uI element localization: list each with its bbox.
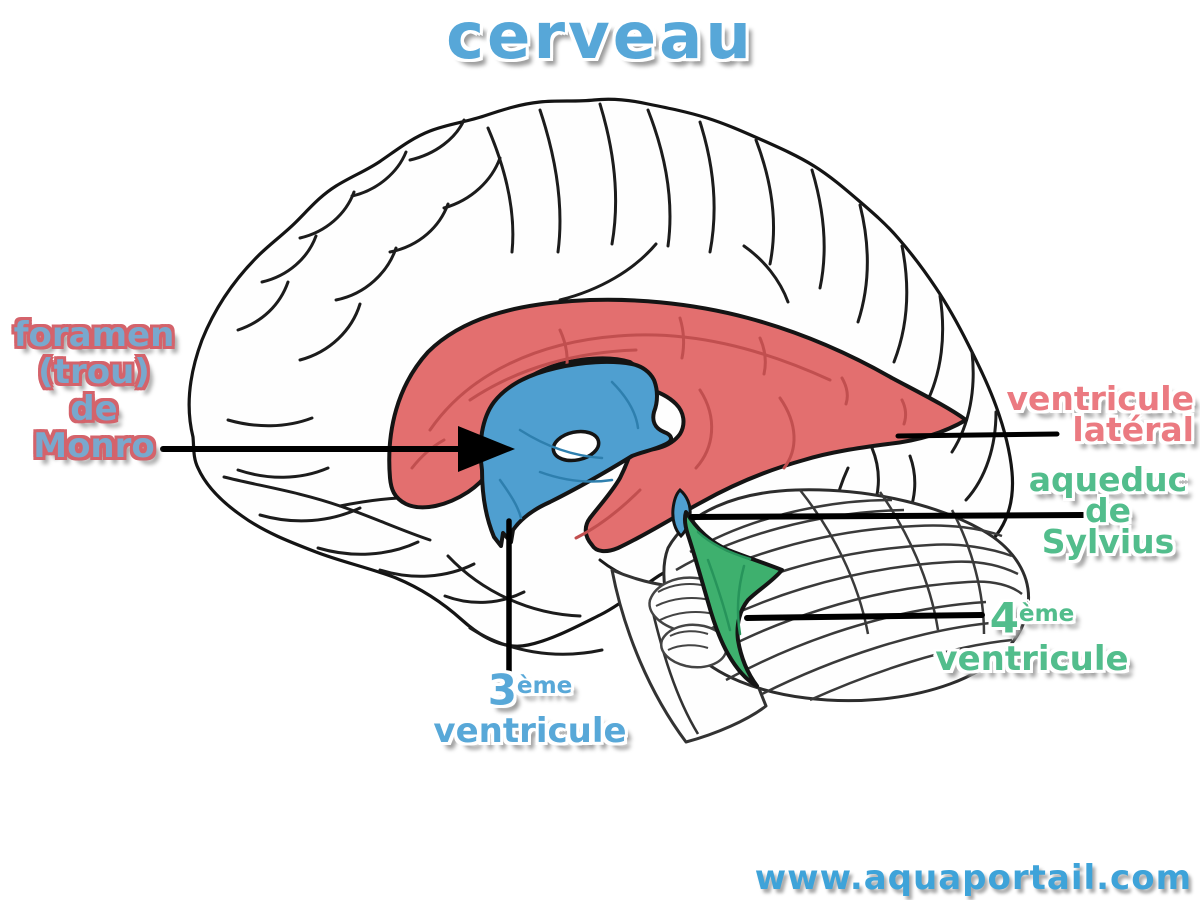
lateral-ventricle-pointer-line (895, 431, 1060, 439)
label-foramen-line2: (trou) (38, 352, 150, 392)
label-foramen-line3: de (70, 389, 118, 429)
label-foramen-line4: Monro (33, 426, 155, 466)
pointer-lines (160, 431, 1086, 676)
label-fourth-ventricle: 4ème ventricule (928, 592, 1136, 677)
page-title: cerveau (446, 0, 754, 74)
label-third-ventricle: 3ème ventricule (420, 664, 640, 749)
label-aqueduc-line3: Sylvius (1041, 522, 1175, 561)
foramen-arrow-head (458, 426, 515, 472)
label-lateral-line2: latéral (1072, 410, 1194, 449)
interthalamic-adhesion-hole (551, 429, 601, 463)
label-fourth-number: 4ème (928, 592, 1136, 641)
fourth-ventricle-inner-lines (696, 530, 752, 636)
fourth-number: 4 (989, 593, 1019, 643)
fourth-ventricle-shape (682, 510, 784, 688)
third-ventricle-inner-lines (498, 380, 640, 520)
lateral-ventricle-inner-lines (410, 316, 908, 540)
label-third-number: 3ème (420, 664, 640, 713)
label-aqueduct-sylvius: aqueduc de Sylvius (1022, 460, 1194, 561)
label-aqueduc-line2: de (1084, 491, 1131, 530)
fourth-ventricle-pointer-line (744, 612, 985, 621)
third-suffix: ème (516, 673, 573, 699)
label-foramen-monro: foramen (trou) de Monro (0, 317, 188, 465)
label-foramen-line1: foramen (13, 315, 175, 355)
label-aqueduc-line1: aqueduc (1028, 460, 1188, 499)
gyri-sulci-lines (222, 102, 998, 656)
watermark-url: www.aquaportail.com (754, 858, 1192, 898)
label-third-word: ventricule (433, 710, 627, 751)
third-ventricle-shape (478, 359, 673, 548)
label-lateral-ventricle: ventricule latéral (1006, 379, 1195, 449)
label-fourth-word: ventricule (935, 638, 1129, 679)
label-lateral-line1: ventricule (1006, 379, 1195, 418)
third-number: 3 (487, 665, 517, 715)
aqueduct-pointer-line (689, 512, 1086, 520)
fourth-suffix: ème (1018, 601, 1075, 627)
